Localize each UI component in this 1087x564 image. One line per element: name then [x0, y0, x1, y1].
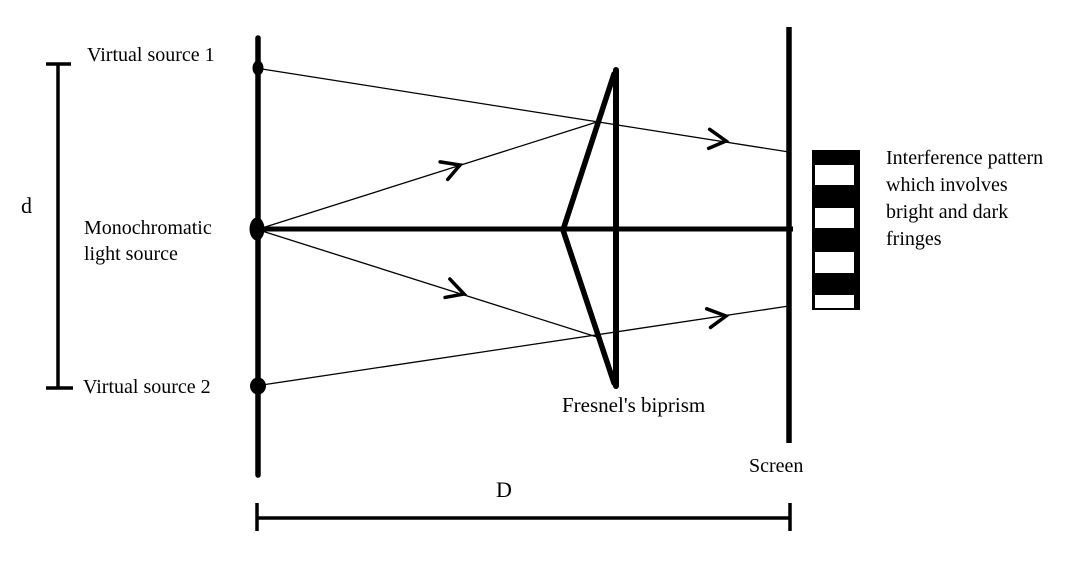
monochromatic-source-label: Monochromatic light source	[84, 217, 212, 265]
ray-source-to-biprism-upper	[261, 120, 601, 229]
biprism-refracting-edges	[560, 71, 617, 386]
d-dimension-bracket	[46, 62, 73, 390]
arrowhead-icon	[443, 277, 468, 300]
bright-fringe	[815, 252, 854, 273]
D-dimension-bracket	[255, 503, 792, 531]
arrowhead-icon	[438, 160, 464, 182]
virtual-source-2-dot	[250, 377, 266, 395]
screen-label: Screen	[749, 455, 804, 477]
ray-source-to-biprism-lower	[261, 230, 601, 339]
screen-distance-label: D	[496, 477, 512, 502]
light-rays	[261, 68, 790, 386]
fresnel-biprism-label: Fresnel's biprism	[562, 393, 706, 417]
ray-arrowheads	[438, 127, 730, 330]
virtual-source-2-label: Virtual source 2	[83, 376, 211, 398]
bright-fringe	[815, 165, 854, 185]
interference-fringe-pattern	[812, 150, 860, 310]
slit-separation-label: d	[21, 193, 32, 218]
virtual-source-1-dot	[252, 60, 264, 76]
bright-fringe	[815, 295, 854, 308]
ray-virtual-source-1-to-screen	[261, 68, 790, 153]
bright-fringe	[815, 208, 854, 228]
interference-pattern-caption: Interference pattern which involves brig…	[886, 147, 1044, 250]
virtual-source-1-label: Virtual source 1	[87, 44, 215, 66]
monochromatic-source-dot	[249, 217, 265, 241]
biprism-shape	[560, 67, 619, 389]
arrowhead-icon	[706, 127, 730, 151]
arrowhead-icon	[704, 307, 730, 330]
ray-virtual-source-2-to-screen	[261, 305, 790, 386]
